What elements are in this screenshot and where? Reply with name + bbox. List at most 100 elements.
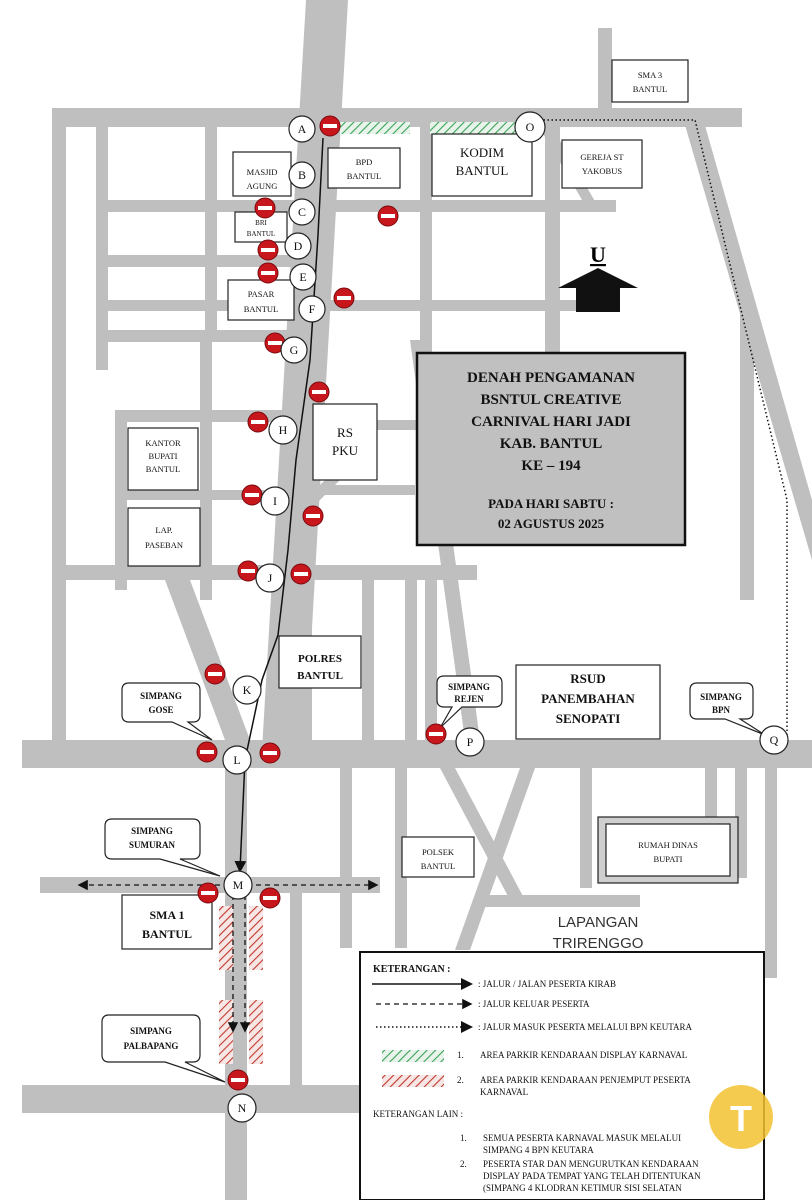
svg-text:PADA HARI SABTU :: PADA HARI SABTU : [488, 496, 614, 511]
building-gereja: GEREJA ST YAKOBUS [561, 139, 643, 189]
svg-text:BUPATI: BUPATI [654, 854, 683, 864]
checkpoint-a: A [288, 115, 316, 143]
svg-text:PASEBAN: PASEBAN [145, 540, 183, 550]
svg-text:N: N [238, 1101, 247, 1115]
svg-text:02 AGUSTUS 2025: 02 AGUSTUS 2025 [498, 516, 605, 531]
svg-text:BPD: BPD [356, 157, 373, 167]
checkpoint-m: M [223, 870, 253, 900]
road-block-icon [259, 742, 281, 764]
svg-text:1.: 1. [457, 1050, 464, 1060]
svg-text:MASJID: MASJID [247, 167, 278, 177]
svg-text:KARNAVAL: KARNAVAL [480, 1087, 528, 1097]
svg-text:U: U [590, 242, 606, 267]
svg-text:BPN: BPN [712, 705, 731, 715]
callout-simpang-rejen: SIMPANG REJEN [436, 675, 503, 729]
svg-text:E: E [299, 270, 306, 284]
checkpoint-o: O [514, 111, 546, 143]
road-block-icon [196, 741, 218, 763]
svg-text:BANTUL: BANTUL [297, 670, 343, 682]
svg-text:F: F [309, 302, 316, 316]
parking-display-area-2 [430, 122, 515, 134]
parking-pickup-area-3 [219, 1000, 233, 1064]
legend: KETERANGAN : : JALUR / JALAN PESERTA KIR… [359, 951, 765, 1200]
svg-text:LAPANGAN: LAPANGAN [558, 914, 639, 931]
svg-text:BANTUL: BANTUL [633, 84, 667, 94]
building-polsek: POLSEK BANTUL [401, 836, 475, 878]
callout-simpang-bpn: SIMPANG BPN [689, 682, 766, 736]
road-block-icon [197, 882, 219, 904]
checkpoint-c: C [288, 198, 316, 226]
svg-text:: JALUR KELUAR PESERTA: : JALUR KELUAR PESERTA [478, 999, 590, 1009]
callout-simpang-sumuran: SIMPANG SUMURAN [104, 818, 221, 877]
checkpoint-g: G [280, 336, 308, 364]
checkpoint-d: D [284, 232, 312, 260]
building-rsud: RSUD PANEMBAHAN SENOPATI [515, 664, 661, 740]
svg-text:RUMAH DINAS: RUMAH DINAS [638, 840, 698, 850]
svg-text:TRIRENGGO: TRIRENGGO [553, 935, 644, 952]
checkpoint-b: B [288, 161, 316, 189]
checkpoint-h: H [268, 415, 298, 445]
label-lapangan: LAPANGAN TRIRENGGO [553, 914, 644, 952]
svg-text:K: K [243, 683, 252, 697]
svg-text:YAKOBUS: YAKOBUS [582, 166, 622, 176]
svg-text:I: I [273, 494, 277, 508]
svg-text:SIMPANG: SIMPANG [130, 1026, 172, 1036]
checkpoint-q: Q [759, 725, 789, 755]
svg-text:SIMPANG: SIMPANG [700, 692, 742, 702]
checkpoint-p: P [455, 727, 485, 757]
svg-text:SENOPATI: SENOPATI [556, 711, 621, 726]
building-bpd: BPD BANTUL [327, 147, 401, 189]
svg-text:SUMURAN: SUMURAN [129, 840, 175, 850]
road-block-icon [259, 887, 281, 909]
entry-route-line [522, 114, 788, 735]
svg-text:PASAR: PASAR [248, 289, 275, 299]
svg-text:G: G [290, 343, 299, 357]
watermark-logo: T [709, 1085, 773, 1149]
svg-text:A: A [298, 122, 307, 136]
svg-text:KAB. BANTUL: KAB. BANTUL [500, 436, 603, 452]
svg-text:: JALUR MASUK PESERTA MELALUI: : JALUR MASUK PESERTA MELALUI BPN KEUTAR… [478, 1022, 693, 1032]
road-block-icon [237, 560, 259, 582]
svg-text:BANTUL: BANTUL [146, 464, 180, 474]
callout-simpang-palbapang: SIMPANG PALBAPANG [101, 1014, 226, 1083]
svg-text:BANTUL: BANTUL [247, 230, 275, 238]
svg-text:BRI: BRI [255, 219, 267, 227]
svg-text:BUPATI: BUPATI [149, 451, 178, 461]
building-lap-paseban: LAP. PASEBAN [127, 507, 201, 567]
parking-pickup-area-2 [249, 906, 263, 970]
callout-simpang-gose: SIMPANG GOSE [121, 682, 213, 741]
svg-text:DISPLAY PADA TEMPAT YANG TELAH: DISPLAY PADA TEMPAT YANG TELAH DITENTUKA… [483, 1171, 701, 1181]
parking-display-area-1 [340, 122, 410, 134]
svg-text:POLRES: POLRES [298, 653, 342, 665]
svg-text:J: J [268, 571, 273, 585]
svg-text:BANTUL: BANTUL [142, 927, 192, 941]
checkpoint-j: J [255, 563, 285, 593]
svg-text:H: H [279, 423, 288, 437]
checkpoint-e: E [289, 263, 317, 291]
parking-pickup-area-4 [249, 1000, 263, 1064]
road-block-icon [257, 239, 279, 261]
parking-pickup-area-1 [219, 906, 233, 970]
svg-text:D: D [294, 239, 303, 253]
building-polres: POLRES BANTUL [278, 635, 362, 689]
road-block-icon [257, 262, 279, 284]
checkpoints: A B C D E F G H I J K L M N O P Q [222, 111, 789, 1123]
map-title: DENAH PENGAMANAN BSNTUL CREATIVE CARNIVA… [415, 351, 687, 547]
svg-text:SIMPANG: SIMPANG [448, 682, 490, 692]
svg-text:SMA 3: SMA 3 [638, 70, 662, 80]
road-block-icon [227, 1069, 249, 1091]
svg-text:AREA PARKIR KENDARAAN PENJEMPU: AREA PARKIR KENDARAAN PENJEMPUT PESERTA [480, 1075, 691, 1085]
svg-text:RS: RS [337, 425, 353, 440]
svg-text:PKU: PKU [332, 443, 359, 458]
road-block-icon [302, 505, 324, 527]
svg-text:SIMPANG 4 BPN KEUTARA: SIMPANG 4 BPN KEUTARA [483, 1145, 594, 1155]
svg-text:L: L [233, 753, 240, 767]
svg-text:PANEMBAHAN: PANEMBAHAN [541, 691, 635, 706]
svg-text:: JALUR / JALAN PESERTA KIRAB: : JALUR / JALAN PESERTA KIRAB [478, 979, 616, 989]
svg-text:BANTUL: BANTUL [244, 304, 278, 314]
svg-text:LAP.: LAP. [155, 525, 172, 535]
building-sma3: SMA 3 BANTUL [611, 59, 689, 103]
building-rs-pku: RS PKU [312, 403, 378, 481]
svg-text:BANTUL: BANTUL [421, 861, 455, 871]
